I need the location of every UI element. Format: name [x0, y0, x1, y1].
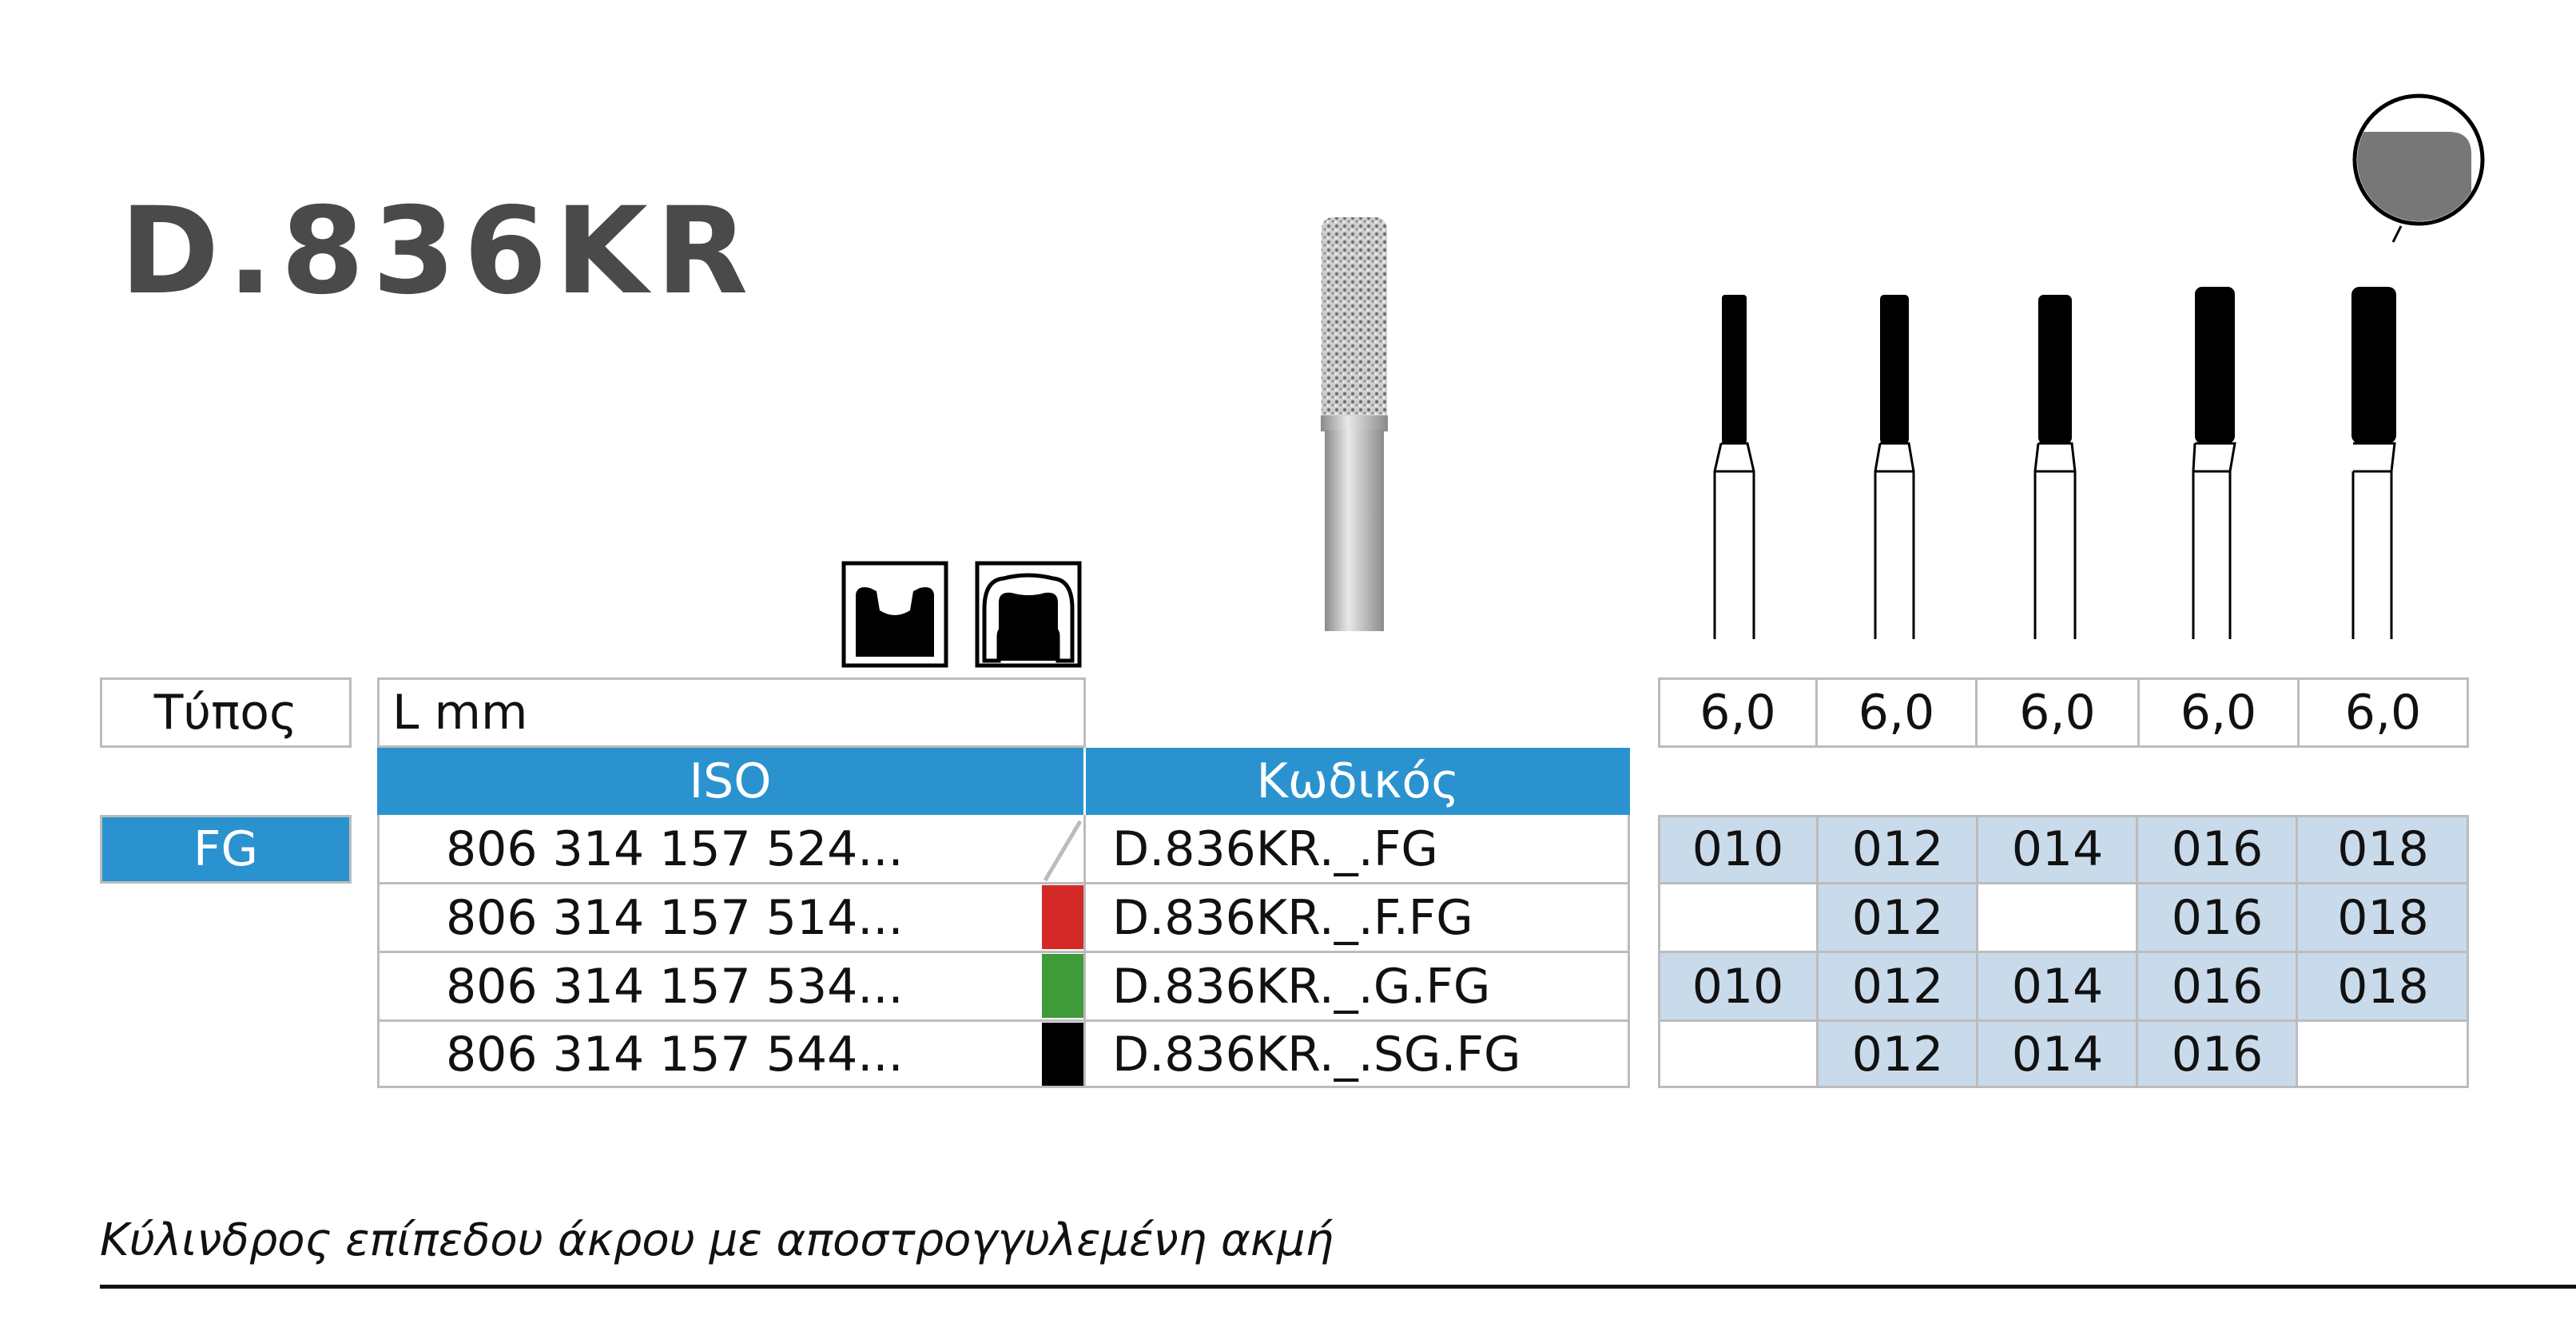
- size-cell: 016: [2137, 1021, 2297, 1088]
- size-cell: 012: [1818, 1021, 1978, 1088]
- product-code: D.836KR._.G.FG: [1112, 959, 1491, 1015]
- size-cell: 012: [1818, 884, 1978, 952]
- product-code: D.836KR._.FG: [1112, 821, 1438, 877]
- shank-type-fg: FG: [100, 815, 352, 884]
- size-cell: 018: [2297, 884, 2469, 952]
- bottom-rule: [100, 1285, 2576, 1289]
- bur-profile-icon: [2137, 284, 2241, 646]
- diamond-bur-illustration: [1318, 216, 1390, 634]
- table-row: 806 314 157 534... D.836KR._.G.FG: [377, 952, 1630, 1021]
- size-header-cell: 6,0: [1658, 677, 1818, 748]
- table-row: 806 314 157 544... D.836KR._.SG.FG: [377, 1021, 1630, 1088]
- table-row: 806 314 157 514... D.836KR._.F.FG: [377, 884, 1630, 952]
- size-cell: 016: [2137, 815, 2297, 884]
- size-cell: 014: [1978, 1021, 2137, 1088]
- product-code: D.836KR._.SG.FG: [1112, 1027, 1521, 1083]
- cavity-preparation-icon: [841, 561, 948, 671]
- size-header-cell: 6,0: [1815, 677, 1978, 748]
- size-header-cell: 6,0: [2137, 677, 2300, 748]
- iso-number: 806 314 157 514...: [446, 890, 904, 946]
- product-table: 806 314 157 524... D.836KR._.FG 806 314 …: [377, 815, 1630, 1088]
- size-grid: 010 012 014 016 018 012 016 018 010 012 …: [1658, 815, 2469, 1088]
- size-cell: 010: [1658, 952, 1818, 1021]
- size-header-cell: 6,0: [2297, 677, 2469, 748]
- iso-number: 806 314 157 524...: [446, 821, 904, 877]
- size-header-cell: 6,0: [1975, 677, 2140, 748]
- type-label: Τύπος: [100, 677, 352, 748]
- bur-profile-icon: [1978, 284, 2081, 646]
- size-cell: 018: [2297, 815, 2469, 884]
- grit-indicator-green: [1042, 954, 1083, 1018]
- iso-number: 806 314 157 544...: [446, 1027, 904, 1083]
- iso-number: 806 314 157 534...: [446, 959, 904, 1015]
- size-cell: 016: [2137, 884, 2297, 952]
- product-code: D.836KR._.F.FG: [1112, 890, 1473, 946]
- code-header: Κωδικός: [1086, 748, 1630, 815]
- size-cell: 014: [1978, 815, 2137, 884]
- detail-magnifier-icon: [2337, 92, 2489, 279]
- size-cell: 014: [1978, 952, 2137, 1021]
- bur-profile-icon: [2297, 284, 2401, 646]
- product-description: Κύλινδρος επίπεδου άκρου με αποστρογγυλε…: [100, 1214, 1334, 1266]
- grit-indicator-red: [1042, 885, 1083, 949]
- iso-header: ISO: [377, 748, 1083, 815]
- table-row: 806 314 157 524... D.836KR._.FG: [377, 815, 1630, 884]
- size-cell: 012: [1818, 815, 1978, 884]
- length-label: L mm: [377, 677, 1086, 748]
- size-cell: 010: [1658, 815, 1818, 884]
- size-cell: 012: [1818, 952, 1978, 1021]
- grit-indicator-black: [1042, 1023, 1083, 1087]
- bur-profile-icon: [1658, 284, 1762, 646]
- size-cell: 016: [2137, 952, 2297, 1021]
- bur-profile-icon: [1818, 284, 1922, 646]
- grit-indicator-none: [1040, 818, 1083, 884]
- size-cell: 018: [2297, 952, 2469, 1021]
- crown-preparation-icon: [975, 561, 1082, 671]
- product-title: D.836KR: [120, 182, 757, 321]
